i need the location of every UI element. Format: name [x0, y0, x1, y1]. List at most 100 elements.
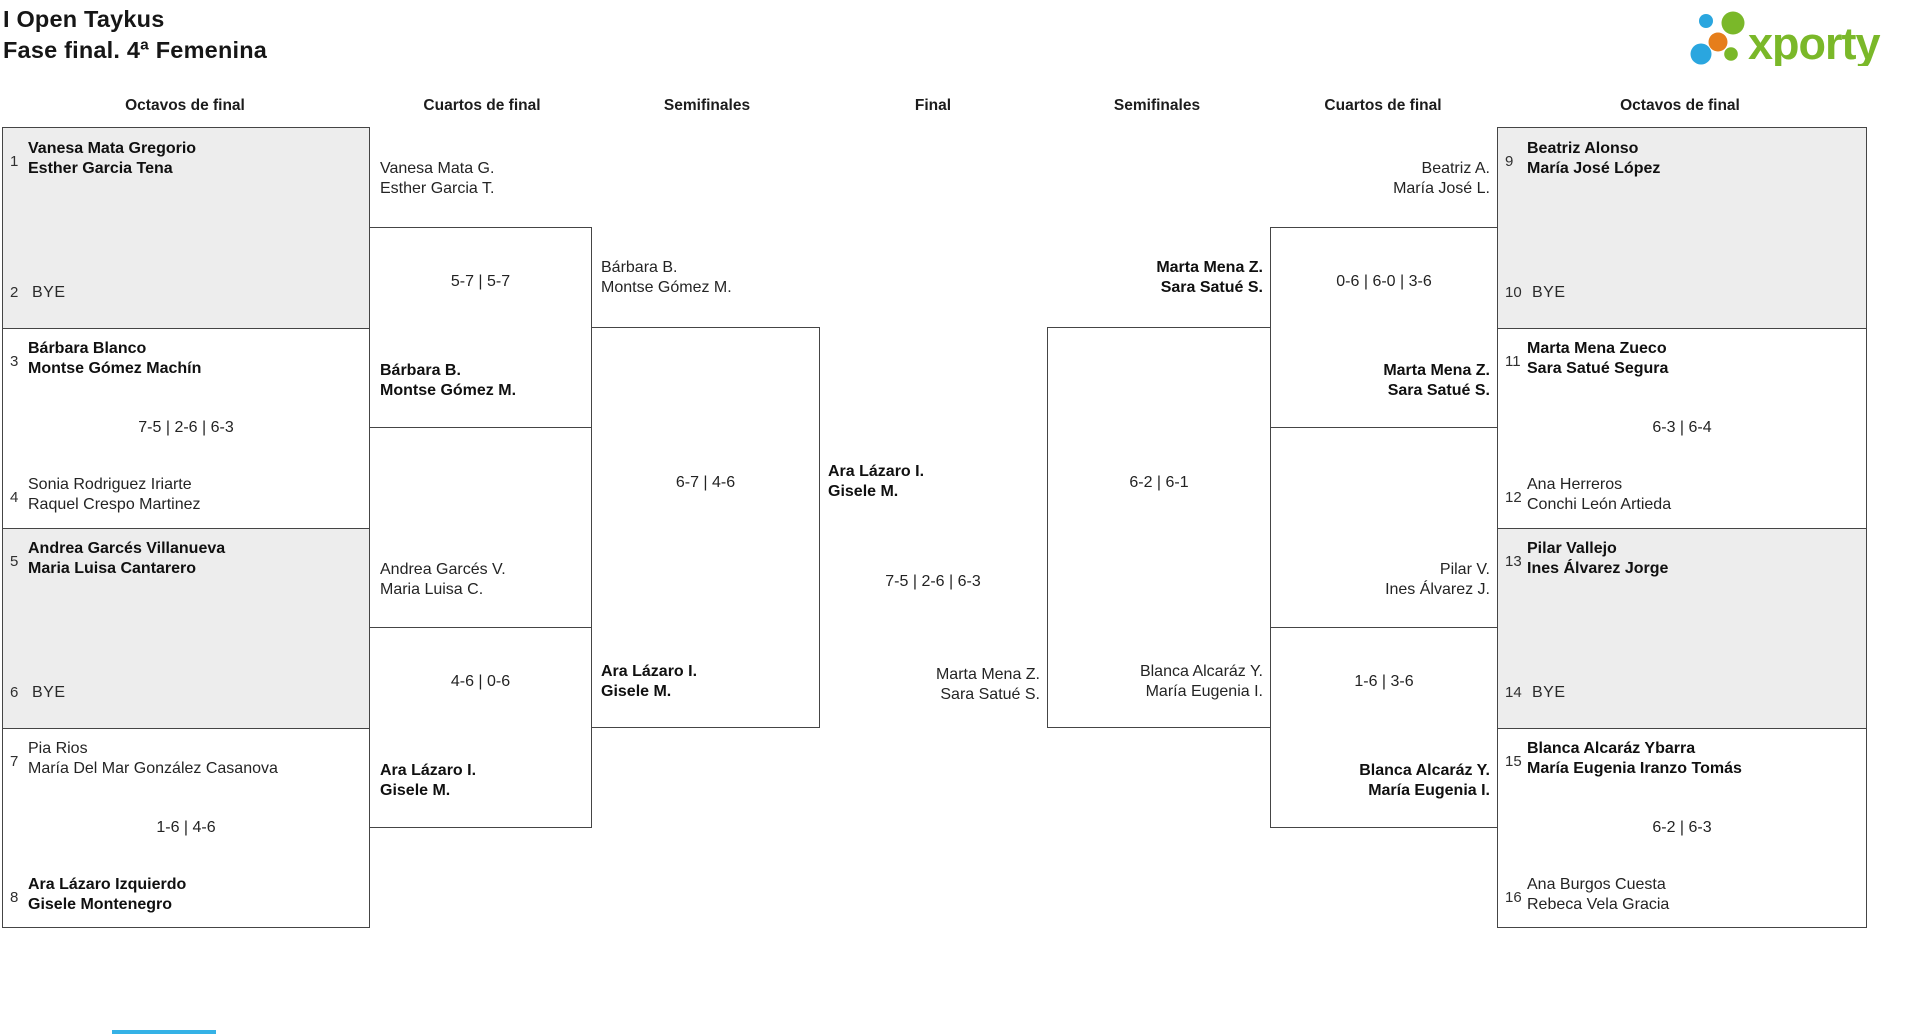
seed-number: 2: [10, 284, 19, 301]
team-entry: Pia Rios María Del Mar González Casanova: [28, 739, 363, 778]
seed-number: 4: [10, 489, 19, 506]
match-divider: [1498, 528, 1866, 529]
team-name-line: María José López: [1527, 159, 1661, 177]
team-name-line: Sara Satué S.: [940, 685, 1040, 703]
team-name-line: Andrea Garcés Villanueva: [28, 540, 226, 557]
match-score: 7-5 | 2-6 | 6-3: [138, 419, 234, 436]
team-name-line: Marta Mena Zueco: [1527, 340, 1667, 357]
team-entry: Bárbara Blanco Montse Gómez Machín: [28, 339, 363, 378]
match-divider: [3, 728, 369, 729]
tournament-name: I Open Taykus: [3, 6, 165, 32]
team-entry: Ara Lázaro I. Gisele M.: [601, 662, 811, 701]
team-name-line: Sara Satué Segura: [1527, 359, 1669, 377]
partial-bottom-bar: [112, 1030, 216, 1034]
match-box-semifinal-right: [1047, 327, 1271, 728]
team-name-line: Maria Luisa Cantarero: [28, 559, 197, 577]
team-name-line: Bárbara B.: [601, 259, 678, 276]
match-box-semifinal-left: [591, 327, 820, 728]
team-name-line: Raquel Crespo Martinez: [28, 495, 201, 513]
team-name-line: Esther Garcia T.: [380, 179, 495, 197]
team-entry: Andrea Garcés V. Maria Luisa C.: [380, 560, 585, 599]
match-score: 6-3 | 6-4: [1652, 419, 1712, 436]
team-entry: Ana Herreros Conchi León Artieda: [1527, 475, 1862, 514]
team-entry: Vanesa Mata Gregorio Esther Garcia Tena: [28, 139, 363, 178]
team-entry: Pilar V. Ines Álvarez J.: [1275, 560, 1490, 599]
team-entry: Ara Lázaro Izquierdo Gisele Montenegro: [28, 875, 363, 914]
logo-dot-green-small: [1724, 47, 1738, 61]
match-score: 5-7 | 5-7: [450, 273, 511, 290]
logo-dot-green-large: [1721, 11, 1745, 35]
team-name-line: Beatriz A.: [1421, 160, 1490, 177]
seed-number: 16: [1505, 889, 1522, 906]
round-header-semis-right: Semifinales: [1113, 97, 1201, 114]
team-entry: Marta Mena Z. Sara Satué S.: [1050, 258, 1263, 297]
team-entry: Blanca Alcaráz Ybarra María Eugenia Iran…: [1527, 739, 1862, 778]
team-name-line: Pia Rios: [28, 740, 88, 757]
team-name-line: Sonia Rodriguez Iriarte: [28, 476, 192, 493]
team-name-line: Montse Gómez M.: [380, 381, 517, 399]
bye-match-background: [1498, 528, 1866, 728]
xporty-logo[interactable]: xporty: [1680, 2, 1920, 66]
match-score: 1-6 | 4-6: [156, 819, 216, 836]
octavos-right-column: [1497, 127, 1867, 928]
round-header-cuartos-right: Cuartos de final: [1324, 97, 1442, 114]
bye-match-background: [1498, 128, 1866, 328]
team-entry: Bárbara B. Montse Gómez M.: [601, 258, 811, 297]
team-name-line: Maria Luisa C.: [380, 580, 484, 598]
team-entry: Vanesa Mata G. Esther Garcia T.: [380, 159, 585, 198]
team-name-line: Ara Lázaro I.: [828, 463, 925, 480]
team-name-line: Marta Mena Z.: [1383, 362, 1490, 379]
team-name-line: Vanesa Mata Gregorio: [28, 140, 197, 157]
seed-number: 12: [1505, 489, 1522, 506]
team-name-line: Pilar V.: [1439, 561, 1490, 578]
team-entry: Pilar Vallejo Ines Álvarez Jorge: [1527, 539, 1862, 578]
team-name-line: Bárbara B.: [380, 362, 461, 379]
bye-label: BYE: [32, 684, 66, 701]
match-score: 4-6 | 0-6: [450, 673, 511, 690]
seed-number: 7: [10, 753, 19, 770]
team-name-line: María Eugenia I.: [1368, 781, 1490, 799]
match-box-quarterfinal-right-2: [1270, 627, 1498, 828]
team-name-line: María José L.: [1393, 179, 1490, 197]
team-name-line: Pilar Vallejo: [1527, 540, 1617, 557]
team-name-line: Marta Mena Z.: [935, 666, 1040, 683]
team-entry-final-winner: Ara Lázaro I. Gisele M.: [828, 462, 1028, 501]
team-name-line: María Del Mar González Casanova: [28, 759, 278, 777]
round-header-final: Final: [914, 97, 952, 114]
team-entry: Blanca Alcaráz Y. María Eugenia I.: [1275, 761, 1490, 800]
team-name-line: Sara Satué S.: [1160, 278, 1263, 296]
team-name-line: Gisele M.: [828, 482, 899, 500]
team-entry: Blanca Alcaráz Y. María Eugenia I.: [1050, 662, 1263, 701]
seed-number: 1: [10, 153, 19, 170]
page-title: I Open Taykus Fase final. 4ª Femenina: [3, 4, 267, 66]
team-name-line: Gisele M.: [380, 781, 451, 799]
bye-label: BYE: [32, 284, 66, 301]
team-name-line: Montse Gómez Machín: [28, 359, 202, 377]
match-score: 6-7 | 4-6: [675, 474, 736, 491]
match-divider: [3, 328, 369, 329]
logo-dot-blue-large: [1690, 43, 1712, 65]
team-entry: Ara Lázaro I. Gisele M.: [380, 761, 585, 800]
team-name-line: Marta Mena Z.: [1156, 259, 1263, 276]
bye-match-background: [3, 528, 369, 728]
team-name-line: María Eugenia Iranzo Tomás: [1527, 759, 1742, 777]
team-name-line: Rebeca Vela Gracia: [1527, 895, 1670, 913]
bye-label: BYE: [1532, 284, 1566, 301]
team-entry: Bárbara B. Montse Gómez M.: [380, 361, 585, 400]
team-name-line: Ana Herreros: [1527, 476, 1623, 493]
seed-number: 8: [10, 889, 19, 906]
match-score: 0-6 | 6-0 | 3-6: [1336, 273, 1432, 290]
seed-number: 14: [1505, 684, 1522, 701]
team-entry: Ana Burgos Cuesta Rebeca Vela Gracia: [1527, 875, 1862, 914]
seed-number: 5: [10, 553, 19, 570]
match-divider: [1498, 328, 1866, 329]
team-name-line: Andrea Garcés V.: [380, 561, 506, 578]
octavos-left-column: [2, 127, 370, 928]
team-name-line: Montse Gómez M.: [601, 278, 732, 296]
team-name-line: Ana Burgos Cuesta: [1527, 876, 1666, 893]
team-entry: Marta Mena Zueco Sara Satué Segura: [1527, 339, 1862, 378]
team-name-line: Vanesa Mata G.: [380, 160, 495, 177]
logo-dot-orange: [1708, 32, 1728, 52]
team-name-line: Blanca Alcaráz Y.: [1139, 663, 1263, 680]
